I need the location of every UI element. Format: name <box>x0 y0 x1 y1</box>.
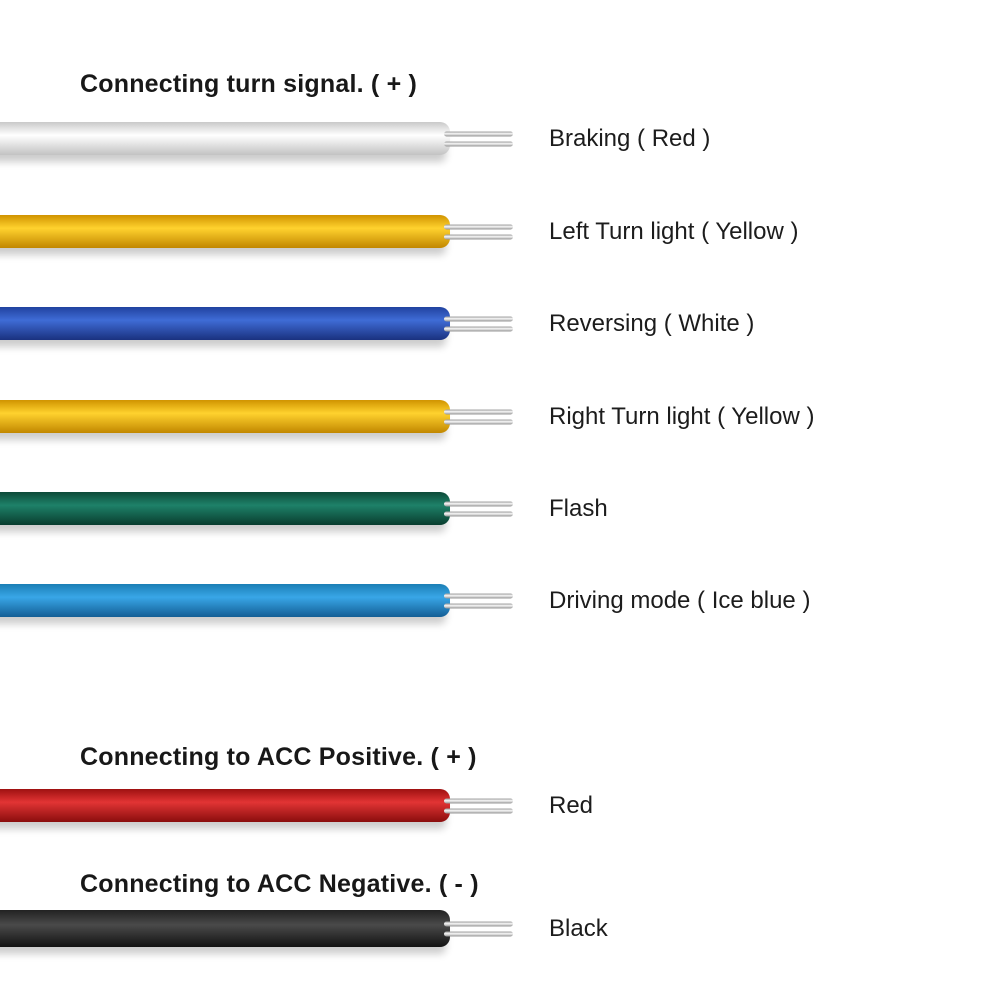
stripped-wire-end <box>444 224 513 239</box>
section-heading-acc-negative: Connecting to ACC Negative. ( - ) <box>80 870 479 898</box>
stripped-wire-end <box>444 131 513 146</box>
wire-acc-positive <box>0 789 450 822</box>
wire-label-left-turn: Left Turn light ( Yellow ) <box>549 217 799 245</box>
wire-row-left-turn: Left Turn light ( Yellow ) <box>0 215 1001 248</box>
section-heading-turn-signal: Connecting turn signal. ( + ) <box>80 70 418 98</box>
stripped-wire-end <box>444 921 513 936</box>
wire-row-reversing: Reversing ( White ) <box>0 307 1001 340</box>
section-heading-acc-positive: Connecting to ACC Positive. ( + ) <box>80 743 477 771</box>
wire-label-right-turn: Right Turn light ( Yellow ) <box>549 402 815 430</box>
wire-row-flash: Flash <box>0 492 1001 525</box>
wire-row-acc-negative: Black <box>0 910 1001 947</box>
stripped-wire-end <box>444 798 513 813</box>
wire-left-turn <box>0 215 450 248</box>
wire-row-right-turn: Right Turn light ( Yellow ) <box>0 400 1001 433</box>
wire-row-acc-positive: Red <box>0 789 1001 822</box>
wire-label-braking: Braking ( Red ) <box>549 124 711 152</box>
wire-acc-negative <box>0 910 450 947</box>
wire-driving-mode <box>0 584 450 617</box>
stripped-wire-end <box>444 593 513 608</box>
wire-label-driving-mode: Driving mode ( Ice blue ) <box>549 586 811 614</box>
wire-right-turn <box>0 400 450 433</box>
wire-label-acc-negative: Black <box>549 914 608 942</box>
wire-row-driving-mode: Driving mode ( Ice blue ) <box>0 584 1001 617</box>
wire-flash <box>0 492 450 525</box>
wire-braking <box>0 122 450 155</box>
wire-reversing <box>0 307 450 340</box>
wire-row-braking: Braking ( Red ) <box>0 122 1001 155</box>
stripped-wire-end <box>444 316 513 331</box>
stripped-wire-end <box>444 409 513 424</box>
wire-label-acc-positive: Red <box>549 791 594 819</box>
wire-label-flash: Flash <box>549 494 608 522</box>
wire-label-reversing: Reversing ( White ) <box>549 309 755 337</box>
stripped-wire-end <box>444 501 513 516</box>
